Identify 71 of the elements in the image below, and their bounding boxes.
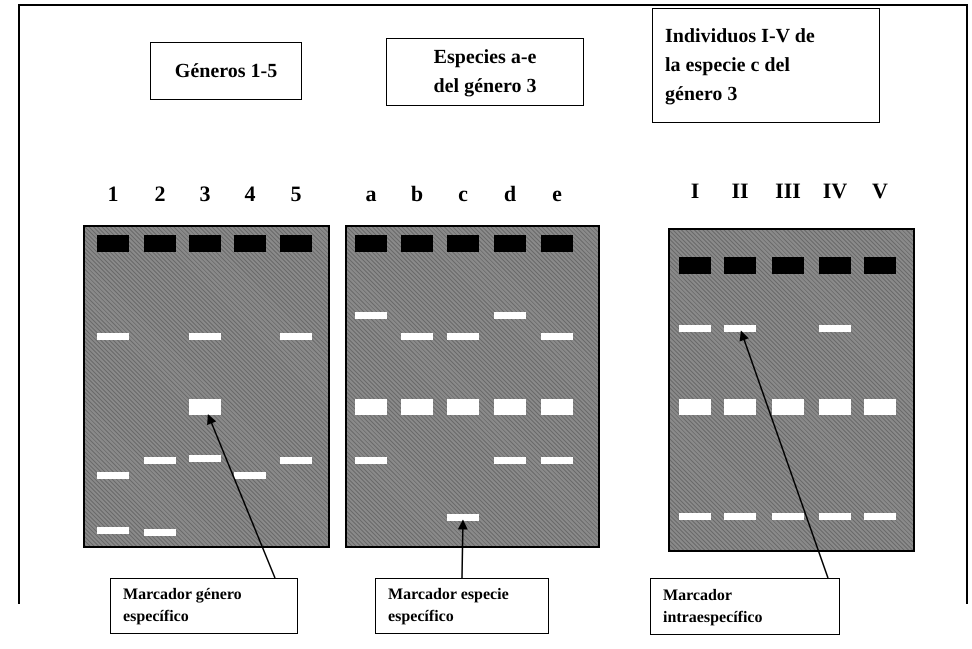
dna-band <box>447 399 479 415</box>
callout-box <box>110 578 298 634</box>
dna-band <box>819 512 851 520</box>
dna-band <box>541 399 573 415</box>
lane-label: 5 <box>290 183 302 205</box>
dna-band <box>772 512 804 520</box>
lane-label: d <box>502 183 518 205</box>
dna-band <box>189 332 221 340</box>
lane-label: II <box>730 180 750 202</box>
callout-text: Marcador intraespecífico <box>663 586 764 628</box>
dna-band <box>772 399 804 415</box>
title-box <box>386 38 584 106</box>
dna-band <box>724 399 756 415</box>
callout-box <box>375 578 549 634</box>
title-text: Individuos I-V de la especie c del género 3 <box>665 24 816 107</box>
lane-label: a <box>364 183 378 205</box>
dna-band <box>355 312 387 318</box>
dna-band <box>234 472 266 478</box>
lane-label: III <box>774 180 802 202</box>
title-text: Géneros 1-5 <box>174 58 278 84</box>
dna-band <box>280 456 312 464</box>
dna-band <box>97 526 129 534</box>
lane-label: I <box>690 180 700 202</box>
dna-band <box>144 456 176 464</box>
dna-band <box>819 399 851 415</box>
dna-band <box>144 528 176 536</box>
dna-band <box>819 324 851 332</box>
callout-text: Marcador género específico <box>123 585 243 627</box>
gel-drawing <box>668 228 915 552</box>
leader-line <box>740 330 829 578</box>
lane-label: V <box>871 180 889 202</box>
dna-band <box>679 324 711 332</box>
dna-band <box>401 399 433 415</box>
leader-line <box>207 414 276 578</box>
title-text: Especies a-e del género 3 <box>432 45 538 99</box>
dna-band <box>864 399 896 415</box>
dna-band <box>864 512 896 520</box>
dna-band <box>494 456 526 464</box>
lane-label: IV <box>822 180 848 202</box>
callout-text: Marcador especie específico <box>388 585 510 627</box>
lane-label: b <box>410 183 424 205</box>
lane-label: 4 <box>244 183 256 205</box>
dna-band <box>447 514 479 520</box>
dna-band <box>679 512 711 520</box>
gel-drawing <box>345 225 600 548</box>
lane-label: e <box>551 183 563 205</box>
dna-band <box>97 472 129 478</box>
dna-band <box>189 454 221 462</box>
dna-band <box>355 399 387 415</box>
dna-band <box>494 399 526 415</box>
title-box <box>652 8 880 123</box>
dna-band <box>189 399 221 415</box>
callout-box <box>650 578 840 635</box>
lane-label: c <box>457 183 469 205</box>
leader-line <box>458 520 468 578</box>
dna-band <box>355 456 387 464</box>
dna-band <box>724 324 756 332</box>
lane-label: 2 <box>154 183 166 205</box>
dna-band <box>280 332 312 340</box>
dna-band <box>401 332 433 340</box>
lane-label: 3 <box>198 183 212 205</box>
dna-band <box>97 332 129 340</box>
dna-band <box>541 456 573 464</box>
dna-band <box>724 512 756 520</box>
dna-band <box>541 332 573 340</box>
gel-drawing <box>83 225 330 548</box>
dna-band <box>447 332 479 340</box>
dna-band <box>679 399 711 415</box>
dna-band <box>494 312 526 318</box>
lane-label: 1 <box>106 183 120 205</box>
title-box <box>150 42 302 100</box>
